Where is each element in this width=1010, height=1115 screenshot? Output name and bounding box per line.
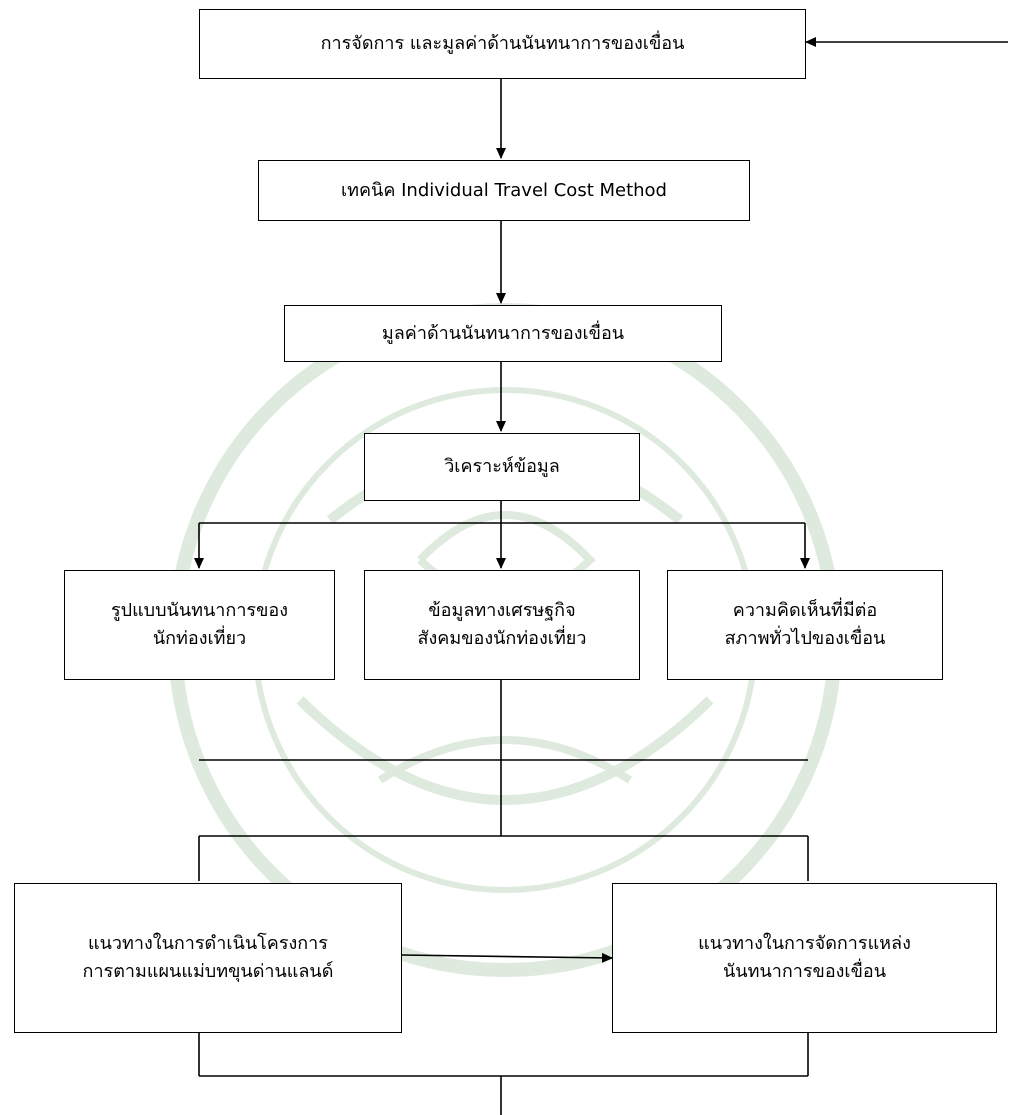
node-socio-economic: ข้อมูลทางเศรษฐกิจ สังคมของนักท่องเที่ยว xyxy=(364,570,640,680)
node-project-guideline: แนวทางในการดำเนินโครงการ การตามแผนแม่บทข… xyxy=(14,883,402,1033)
node-label: แนวทางในการดำเนินโครงการ การตามแผนแม่บทข… xyxy=(82,933,334,982)
double-arrow xyxy=(391,949,613,963)
node-management-value: การจัดการ และมูลค่าด้านนันทนาการของเขื่อ… xyxy=(199,9,806,79)
node-label: การจัดการ และมูลค่าด้านนันทนาการของเขื่อ… xyxy=(320,33,685,55)
node-label: ความคิดเห็นที่มีต่อ สภาพทั่วไปของเขื่อน xyxy=(724,600,886,649)
node-label: เทคนิค Individual Travel Cost Method xyxy=(341,179,667,201)
node-data-analysis: วิเคราะห์ข้อมูล xyxy=(364,433,640,501)
node-opinion: ความคิดเห็นที่มีต่อ สภาพทั่วไปของเขื่อน xyxy=(667,570,943,680)
node-label: รูปแบบนันทนาการของ นักท่องเที่ยว xyxy=(110,600,288,649)
node-label: ข้อมูลทางเศรษฐกิจ สังคมของนักท่องเที่ยว xyxy=(417,600,587,649)
node-label: มูลค่าด้านนันทนาการของเขื่อน xyxy=(381,322,625,344)
node-recreation-pattern: รูปแบบนันทนาการของ นักท่องเที่ยว xyxy=(64,570,335,680)
node-label: วิเคราะห์ข้อมูล xyxy=(444,456,560,478)
node-management-guideline: แนวทางในการจัดการแหล่ง นันทนาการของเขื่อ… xyxy=(612,883,997,1033)
node-travel-cost-method: เทคนิค Individual Travel Cost Method xyxy=(258,160,750,221)
node-recreation-value: มูลค่าด้านนันทนาการของเขื่อน xyxy=(284,305,722,362)
node-label: แนวทางในการจัดการแหล่ง นันทนาการของเขื่อ… xyxy=(698,933,911,982)
